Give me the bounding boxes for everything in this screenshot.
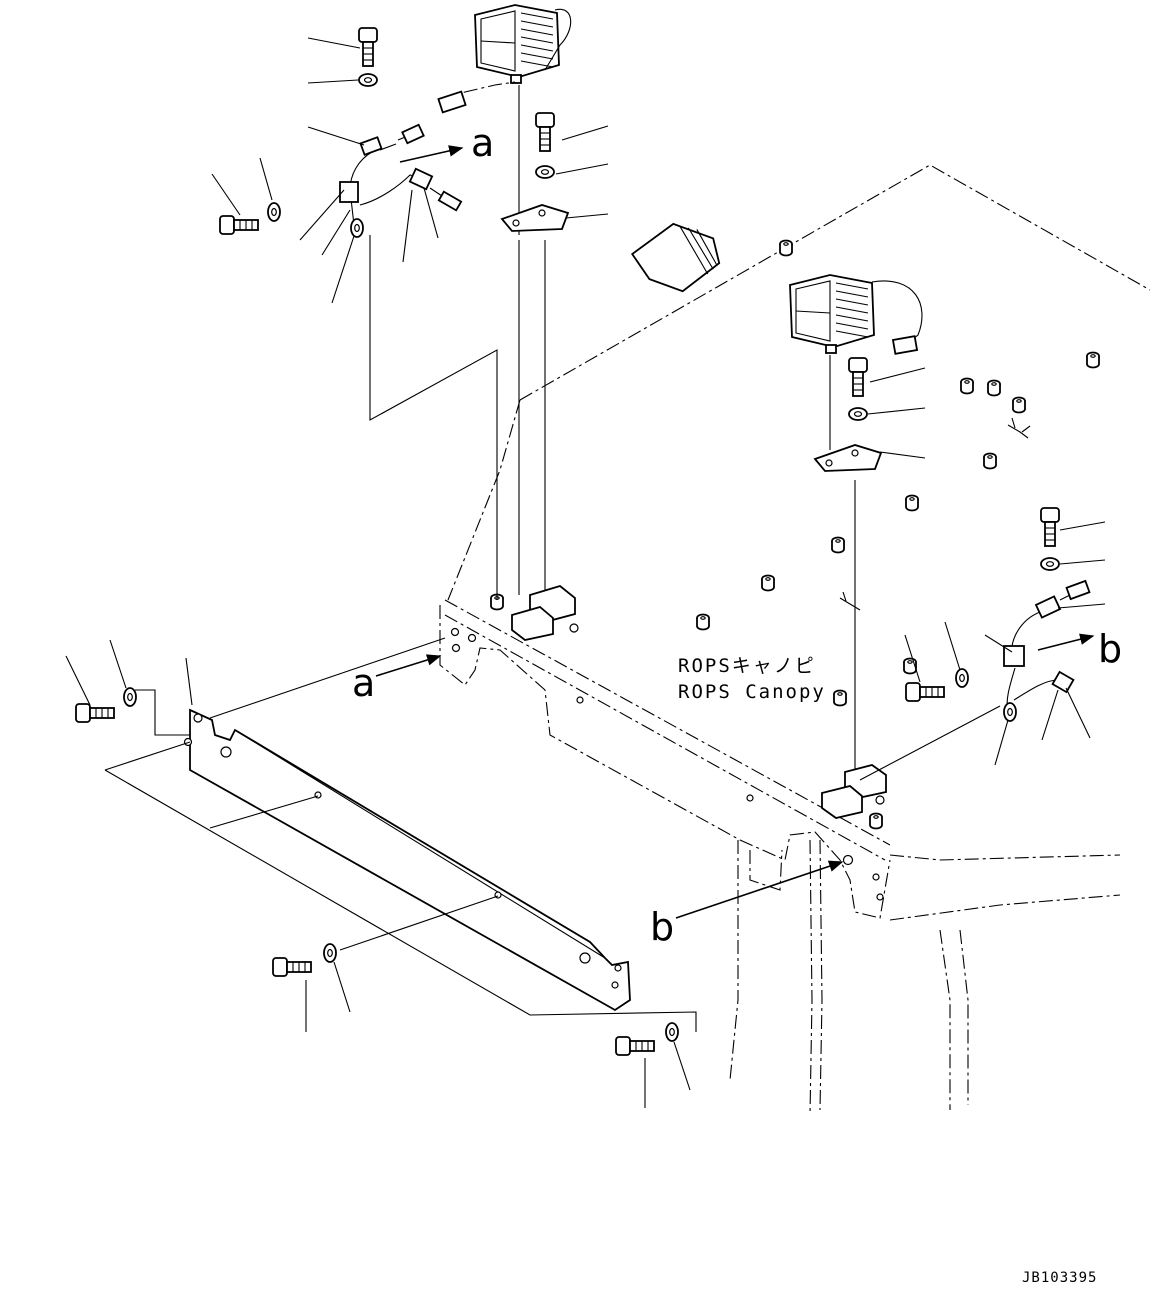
harness-right [905, 507, 1091, 722]
rail-holes [450, 627, 884, 901]
work-lamp-upper-left [474, 4, 572, 84]
washer-lamp-left [535, 165, 555, 179]
work-lamp-upper-right [789, 274, 923, 355]
rops-canopy-outline [439, 164, 1151, 1116]
canopy-label-en: ROPS Canopy [678, 681, 826, 703]
work-lamp-roof [630, 222, 721, 293]
canopy-label-jp: ROPSキャノピ [678, 655, 816, 677]
callout-a-lower-label: a [352, 661, 375, 705]
canopy-connector-detail [1007, 417, 1031, 439]
canopy-clip-detail [839, 591, 861, 611]
connector-plug-left [437, 90, 467, 114]
callout-b-upper-label: b [1098, 627, 1122, 671]
bolt-lamp-right [848, 357, 868, 397]
leader-lines-right [859, 521, 1106, 781]
callout-a-lower: a [352, 654, 442, 705]
leader-lines-upper-left [211, 37, 609, 304]
drawing-code: JB103395 [1022, 1270, 1097, 1286]
leader-harness-path-left [369, 235, 498, 600]
leader-lines-cover-plate [65, 637, 697, 1108]
callout-b-lower: b [650, 860, 844, 949]
harness-upper-left [219, 27, 463, 238]
bolt-lamp-left [535, 112, 555, 152]
cover-plate [183, 708, 631, 1012]
lamp-bracket-upper-right [814, 444, 882, 472]
callout-b-lower-label: b [650, 905, 674, 949]
mount-block-left [511, 585, 579, 641]
leader-lines-upper-right [867, 367, 926, 459]
callout-a-upper: a [399, 121, 494, 165]
mount-block-right [821, 764, 887, 819]
callout-a-upper-label: a [471, 121, 494, 165]
callout-b-upper: b [1037, 627, 1122, 671]
lamp-bracket-upper-left [501, 204, 569, 232]
washer-lamp-right [848, 407, 868, 421]
